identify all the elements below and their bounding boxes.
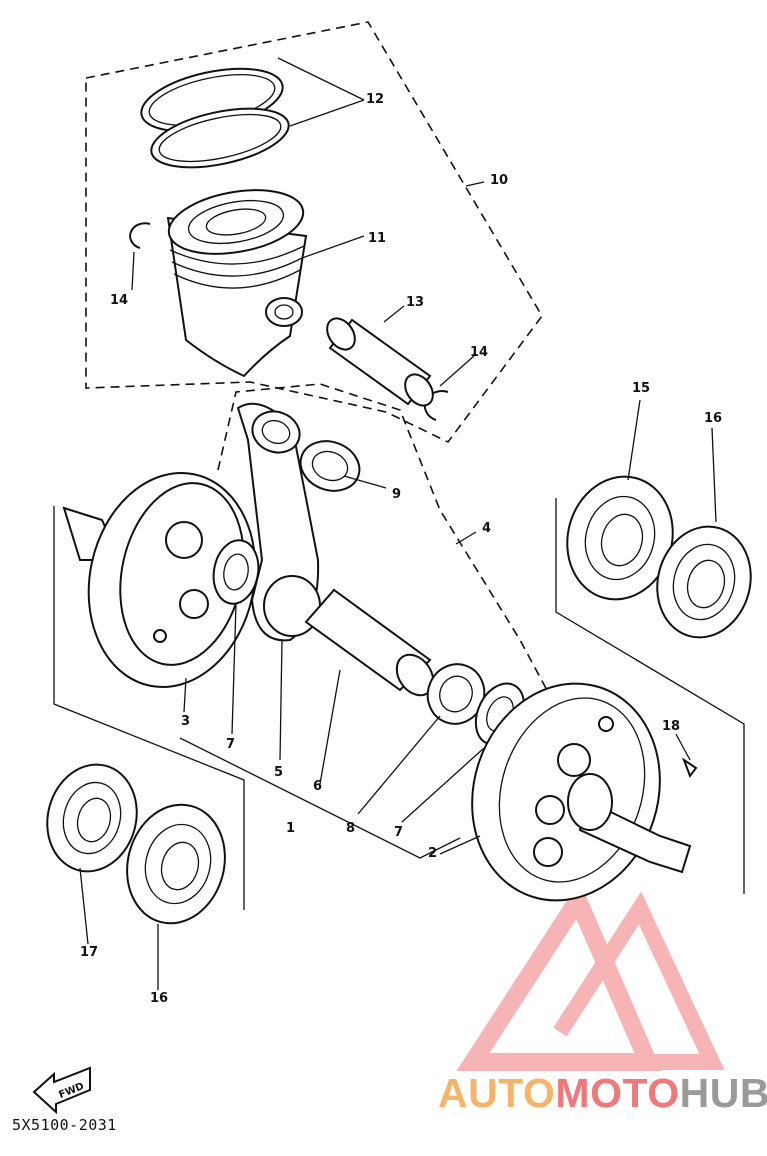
leader-lines [53, 57, 745, 990]
callout-8: 8 [346, 821, 355, 836]
callout-5: 5 [274, 765, 283, 780]
callout-14: 14 [110, 293, 128, 308]
right-crank-wheel [471, 682, 692, 902]
left-crank-wheel [62, 471, 257, 689]
callout-10: 10 [490, 173, 508, 188]
piston [166, 189, 308, 378]
callout-9: 9 [392, 487, 401, 502]
main-bearing-lower [126, 803, 226, 925]
watermark-logo [456, 880, 725, 1071]
callout-2: 2 [428, 846, 437, 861]
piston-pin-clip-left [129, 222, 151, 249]
callout-7b: 7 [394, 825, 403, 840]
callout-7: 7 [226, 737, 235, 752]
callout-16b: 16 [150, 991, 168, 1006]
part-code: 5X5100-2031 [12, 1116, 117, 1134]
callout-6: 6 [313, 779, 322, 794]
watermark-text: AUTOMOTOHUB [438, 1070, 767, 1117]
oil-seal-lower [46, 763, 138, 873]
callout-14b: 14 [470, 345, 488, 360]
fwd-arrow-icon: FWD [32, 1066, 91, 1115]
watermark-hub: HUB [679, 1070, 767, 1116]
callout-labels: 1 2 3 4 5 6 7 7 8 9 10 11 12 13 14 14 15… [80, 92, 722, 1006]
woodruff-key [681, 757, 698, 779]
callout-13: 13 [406, 295, 424, 310]
callout-4: 4 [482, 521, 491, 536]
oil-seal-upper [656, 525, 752, 639]
callout-1: 1 [286, 821, 295, 836]
crankshaft-group-outline [217, 383, 549, 693]
piston-ring-lower [150, 107, 290, 169]
callout-11: 11 [368, 231, 386, 246]
callout-15: 15 [632, 381, 650, 396]
watermark-auto: AUTO [438, 1070, 556, 1116]
piston-pin [326, 317, 434, 407]
callout-3: 3 [181, 714, 190, 729]
crank-pin [304, 588, 435, 697]
small-end-bearing [299, 440, 361, 492]
callout-17: 17 [80, 945, 98, 960]
watermark-moto: MOTO [555, 1070, 680, 1116]
callout-18: 18 [662, 719, 680, 734]
callout-12: 12 [366, 92, 384, 107]
callout-16: 16 [704, 411, 722, 426]
piston-group-outline [85, 21, 543, 444]
